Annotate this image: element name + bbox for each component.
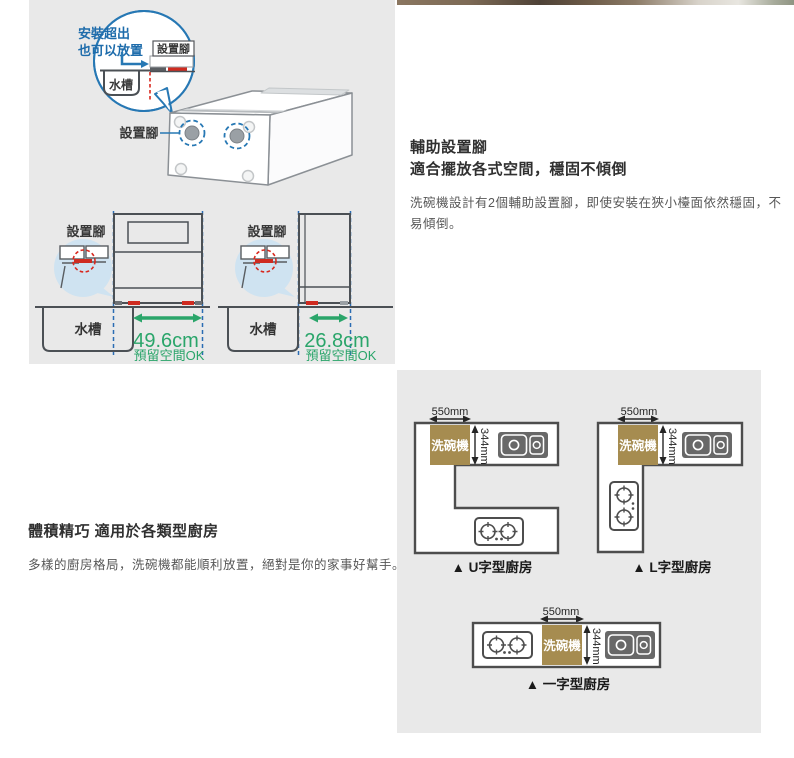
kitchen-layouts-illustration: 550mm 洗碗機 344mm ▲ U字型廚房 550mm (413, 406, 744, 692)
straight-kitchen-diagram: 550mm 洗碗機 344mm ▲ 一字型廚房 (471, 606, 662, 692)
depth-dim-label: 344mm (590, 628, 602, 665)
dimension-value: 26.8cm (304, 330, 370, 352)
clearance-arrow (133, 313, 202, 323)
kitchen-body-text: 多樣的廚房格局，洗碗機都能順利放置，絕對是你的家事好幫手。 (28, 558, 406, 572)
dishwasher-footprint (542, 625, 582, 665)
sink-unit (605, 631, 655, 659)
foot-label: 設置腳 (66, 224, 105, 239)
kitchen-layouts-panel: 550mm 洗碗機 344mm ▲ U字型廚房 550mm (397, 370, 761, 733)
side-view-diagram: 設置腳 水槽 26.8cm 預留空間OK (218, 211, 393, 363)
feet-illustration: 安裝超出 也可以放置 水槽 設置腳 (35, 10, 393, 363)
dishwasher-label: 洗碗機 (619, 438, 657, 453)
auxiliary-foot-1 (184, 125, 200, 141)
dimension-value: 49.6cm (133, 330, 199, 352)
feet-callout-label: 設置腳 (119, 126, 158, 141)
dishwasher-footprint (430, 425, 470, 465)
l-shape-kitchen-diagram: 550mm 洗碗機 344mm ▲ L字型廚房 (596, 406, 744, 575)
sink-unit (498, 432, 548, 458)
dishwasher-label: 洗碗機 (543, 638, 581, 653)
sink-unit (682, 432, 732, 458)
feet-body-text: 洗碗機設計有2個輔助設置腳，即使安裝在狹小檯面依然穩固，不易傾倒。 (410, 196, 782, 231)
clearance-arrow (309, 313, 348, 323)
photo-strip (397, 0, 794, 5)
bubble-foot-label: 設置腳 (157, 42, 190, 56)
bubble-text-line2: 也可以放置 (78, 43, 143, 58)
installation-feet-panel: 安裝超出 也可以放置 水槽 設置腳 (29, 0, 395, 364)
feet-heading-line2: 適合擺放各式空間，穩固不傾倒 (410, 161, 628, 178)
gas-stove (482, 631, 533, 659)
lid-seam-strip (176, 109, 284, 114)
straight-caption: ▲ 一字型廚房 (526, 676, 611, 692)
gas-stove-vertical (609, 481, 639, 531)
clearance-note: 預留空間OK (306, 348, 377, 363)
feet-heading-line1: 輔助設置腳 (410, 139, 488, 156)
speech-bubble: 安裝超出 也可以放置 水槽 設置腳 (78, 10, 195, 114)
width-dim-label: 550mm (432, 406, 469, 418)
dishwasher-label: 洗碗機 (431, 438, 469, 453)
l-shape-caption: ▲ L字型廚房 (632, 559, 711, 575)
kitchen-text-block: 體積精巧 適用於各類型廚房 多樣的廚房格局，洗碗機都能順利放置，絕對是你的家事好… (28, 521, 410, 576)
dishwasher-footprint (618, 425, 658, 465)
width-dim-label: 550mm (621, 406, 658, 418)
front-view-diagram: 設置腳 水槽 49.6cm 預留空間OK (35, 211, 210, 363)
foot-highlight-red (168, 67, 187, 71)
lid-inset (260, 87, 350, 96)
bubble-sink-label: 水槽 (109, 77, 133, 92)
kitchen-heading: 體積精巧 適用於各類型廚房 (28, 523, 219, 540)
dishwasher-side (298, 213, 351, 304)
pointer-arrow (120, 52, 141, 66)
dishwasher-front (113, 213, 203, 304)
sink-label: 水槽 (250, 321, 277, 337)
width-dim-label: 550mm (543, 606, 580, 618)
foot-label: 設置腳 (247, 224, 286, 239)
u-shape-caption: ▲ U字型廚房 (452, 559, 533, 575)
clearance-note: 預留空間OK (134, 348, 205, 363)
sink-label: 水槽 (75, 321, 102, 337)
feet-text-block: 輔助設置腳 適合擺放各式空間，穩固不傾倒 洗碗機設計有2個輔助設置腳，即使安裝在… (410, 137, 788, 235)
bubble-counter-drawing: 水槽 設置腳 (100, 40, 195, 100)
depth-dim-label: 344mm (666, 428, 678, 465)
bubble-foot-label-box (152, 40, 195, 57)
gas-stove (474, 517, 524, 546)
auxiliary-foot-2 (229, 128, 245, 144)
dishwasher-3d-view: 設置腳 (119, 87, 353, 186)
bubble-text-line1: 安裝超出 (78, 26, 130, 41)
depth-dim-label: 344mm (478, 428, 490, 465)
u-shape-kitchen-diagram: 550mm 洗碗機 344mm ▲ U字型廚房 (413, 406, 560, 575)
